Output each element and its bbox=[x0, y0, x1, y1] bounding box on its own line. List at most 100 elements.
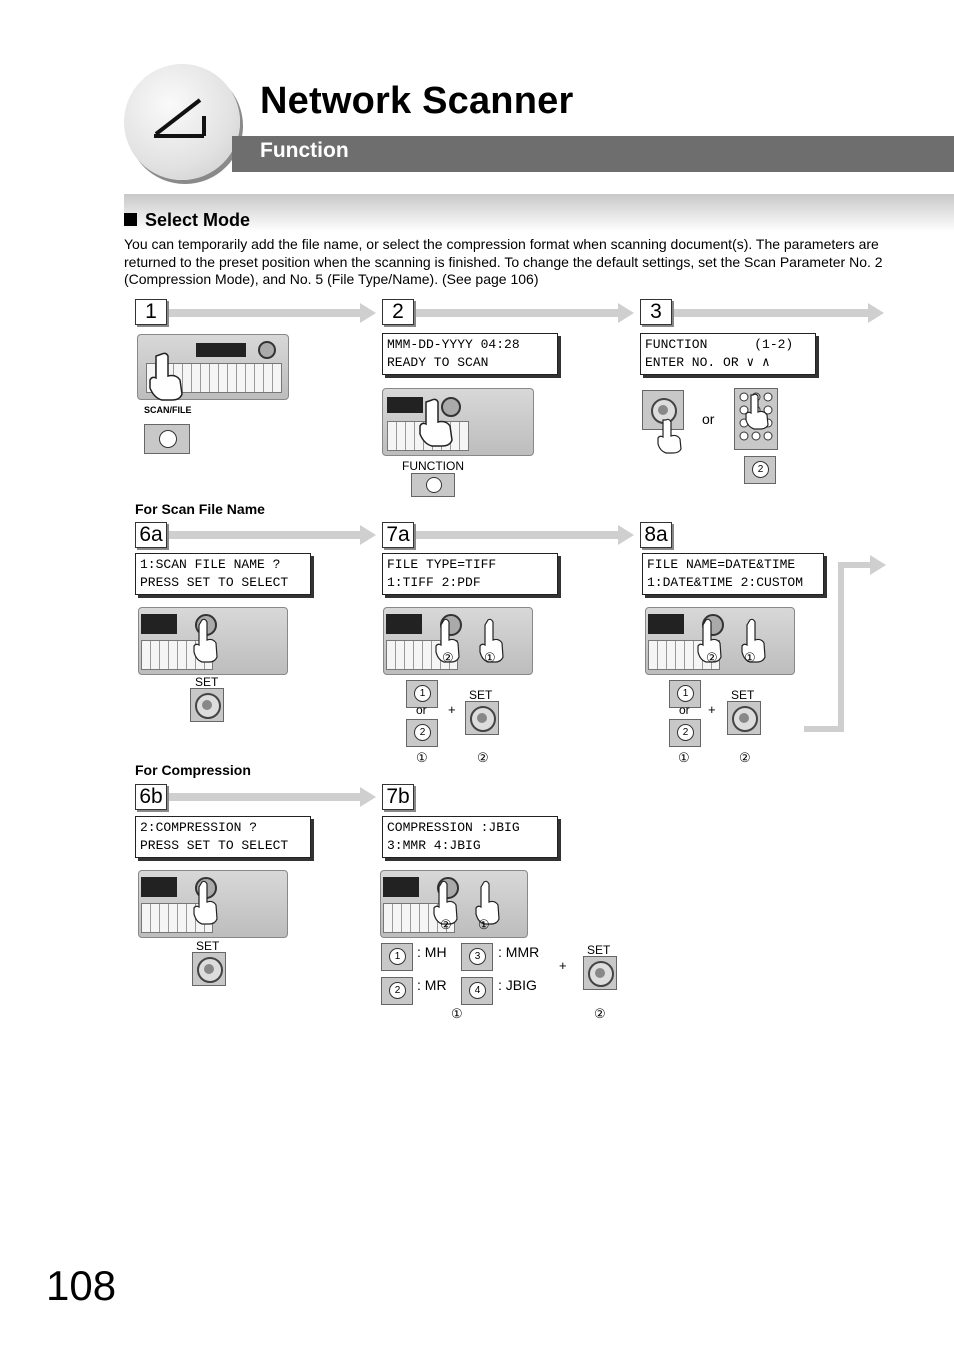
plus-sign: + bbox=[559, 958, 567, 973]
overlay-mark-1: ① bbox=[478, 917, 490, 932]
key-2[interactable]: 2 bbox=[669, 719, 701, 747]
page-number: 108 bbox=[46, 1262, 117, 1309]
key-4[interactable]: 4 bbox=[461, 977, 493, 1005]
overlay-mark-2: ② bbox=[440, 917, 452, 932]
keypad-grid-icon bbox=[739, 392, 773, 441]
set-label: SET bbox=[469, 688, 493, 702]
return-arrow-bottom bbox=[804, 726, 844, 732]
scan-file-button[interactable] bbox=[144, 424, 190, 454]
pointing-hand-icon bbox=[479, 618, 504, 663]
compression-heading: For Compression bbox=[135, 762, 251, 778]
flow-arrowhead bbox=[618, 303, 634, 323]
overlay-mark-2: ② bbox=[706, 650, 718, 665]
pointing-hand-icon bbox=[657, 418, 682, 454]
step-number: 2 bbox=[382, 299, 414, 325]
order-mark-1: ① bbox=[678, 750, 690, 765]
return-arrow-top bbox=[838, 562, 870, 568]
flow-arrowhead bbox=[618, 525, 634, 545]
step-number: 7a bbox=[382, 522, 414, 548]
key-2[interactable]: 2 bbox=[406, 719, 438, 747]
device-illustration bbox=[382, 388, 534, 456]
square-bullet-icon bbox=[124, 213, 137, 226]
device-illustration bbox=[383, 607, 533, 675]
set-button[interactable] bbox=[727, 701, 761, 735]
pointing-hand-icon bbox=[433, 880, 458, 925]
option-mmr-label: : MMR bbox=[498, 944, 540, 960]
chapter-icon-circle bbox=[124, 64, 240, 180]
order-mark-2: ② bbox=[739, 750, 751, 765]
set-button[interactable] bbox=[583, 956, 617, 990]
pointing-hand-icon bbox=[193, 880, 218, 925]
pointing-hand-icon bbox=[149, 352, 183, 401]
chapter-title: Network Scanner bbox=[260, 80, 574, 122]
order-mark-2: ② bbox=[594, 1006, 606, 1021]
flow-arrow bbox=[414, 309, 618, 317]
plus-sign: + bbox=[448, 702, 456, 717]
or-label: or bbox=[679, 703, 690, 717]
set-button[interactable] bbox=[192, 952, 226, 986]
scan-file-label: SCAN/FILE bbox=[144, 405, 192, 415]
set-label: SET bbox=[196, 939, 220, 953]
key-2[interactable]: 2 bbox=[744, 456, 776, 484]
intro-paragraph: You can temporarily add the file name, o… bbox=[124, 236, 883, 288]
function-button[interactable] bbox=[411, 473, 455, 497]
option-jbig-label: : JBIG bbox=[498, 977, 537, 993]
pointing-hand-icon bbox=[193, 618, 218, 663]
flow-arrow bbox=[414, 531, 618, 539]
plus-sign: + bbox=[708, 702, 716, 717]
section-title: Select Mode bbox=[124, 210, 250, 231]
flow-arrowhead bbox=[360, 787, 376, 807]
pointing-hand-icon bbox=[435, 618, 460, 663]
order-mark-2: ② bbox=[477, 750, 489, 765]
flow-arrow bbox=[166, 793, 360, 801]
lcd-display: 1:SCAN FILE NAME ?PRESS SET TO SELECT bbox=[135, 553, 311, 595]
option-mh-label: : MH bbox=[417, 944, 447, 960]
key-1[interactable]: 1 bbox=[406, 680, 438, 708]
overlay-mark-1: ① bbox=[744, 650, 756, 665]
order-mark-1: ① bbox=[416, 750, 428, 765]
scan-file-name-heading: For Scan File Name bbox=[135, 501, 265, 517]
set-button[interactable] bbox=[190, 688, 224, 722]
pointing-hand-icon bbox=[419, 398, 453, 447]
or-label: or bbox=[416, 703, 427, 717]
option-mr-label: : MR bbox=[417, 977, 447, 993]
chapter-subtitle: Function bbox=[260, 139, 349, 162]
return-arrowhead bbox=[870, 555, 886, 575]
device-illustration bbox=[138, 607, 288, 675]
step-number: 7b bbox=[382, 784, 414, 810]
step-number: 8a bbox=[640, 522, 672, 548]
overlay-mark-1: ① bbox=[484, 650, 496, 665]
key-2[interactable]: 2 bbox=[381, 977, 413, 1005]
or-label: or bbox=[702, 411, 715, 427]
order-mark-1: ① bbox=[451, 1006, 463, 1021]
return-arrow-vertical bbox=[838, 562, 844, 732]
step-number: 3 bbox=[640, 299, 672, 325]
pointing-hand-icon bbox=[475, 880, 500, 925]
key-1[interactable]: 1 bbox=[669, 680, 701, 708]
key-1[interactable]: 1 bbox=[381, 943, 413, 971]
scanner-icon bbox=[154, 98, 206, 138]
step-number: 1 bbox=[135, 299, 167, 325]
set-button[interactable] bbox=[465, 701, 499, 735]
pointing-hand-icon bbox=[697, 618, 722, 663]
lcd-display: 2:COMPRESSION ?PRESS SET TO SELECT bbox=[135, 816, 311, 858]
step-number: 6a bbox=[135, 522, 167, 548]
step-number: 6b bbox=[135, 784, 167, 810]
flow-arrow bbox=[166, 309, 360, 317]
flow-arrow bbox=[672, 309, 868, 317]
lcd-display: FUNCTION (1-2)ENTER NO. OR ∨ ∧ bbox=[640, 333, 816, 375]
flow-arrowhead bbox=[360, 303, 376, 323]
set-label: SET bbox=[731, 688, 755, 702]
key-3[interactable]: 3 bbox=[461, 943, 493, 971]
pointing-hand-icon bbox=[741, 618, 766, 663]
subtitle-bar bbox=[232, 136, 954, 172]
function-label: FUNCTION bbox=[402, 459, 464, 473]
numeric-keypad[interactable] bbox=[734, 388, 778, 450]
set-label: SET bbox=[195, 675, 219, 689]
flow-arrow bbox=[166, 531, 360, 539]
device-illustration bbox=[645, 607, 795, 675]
